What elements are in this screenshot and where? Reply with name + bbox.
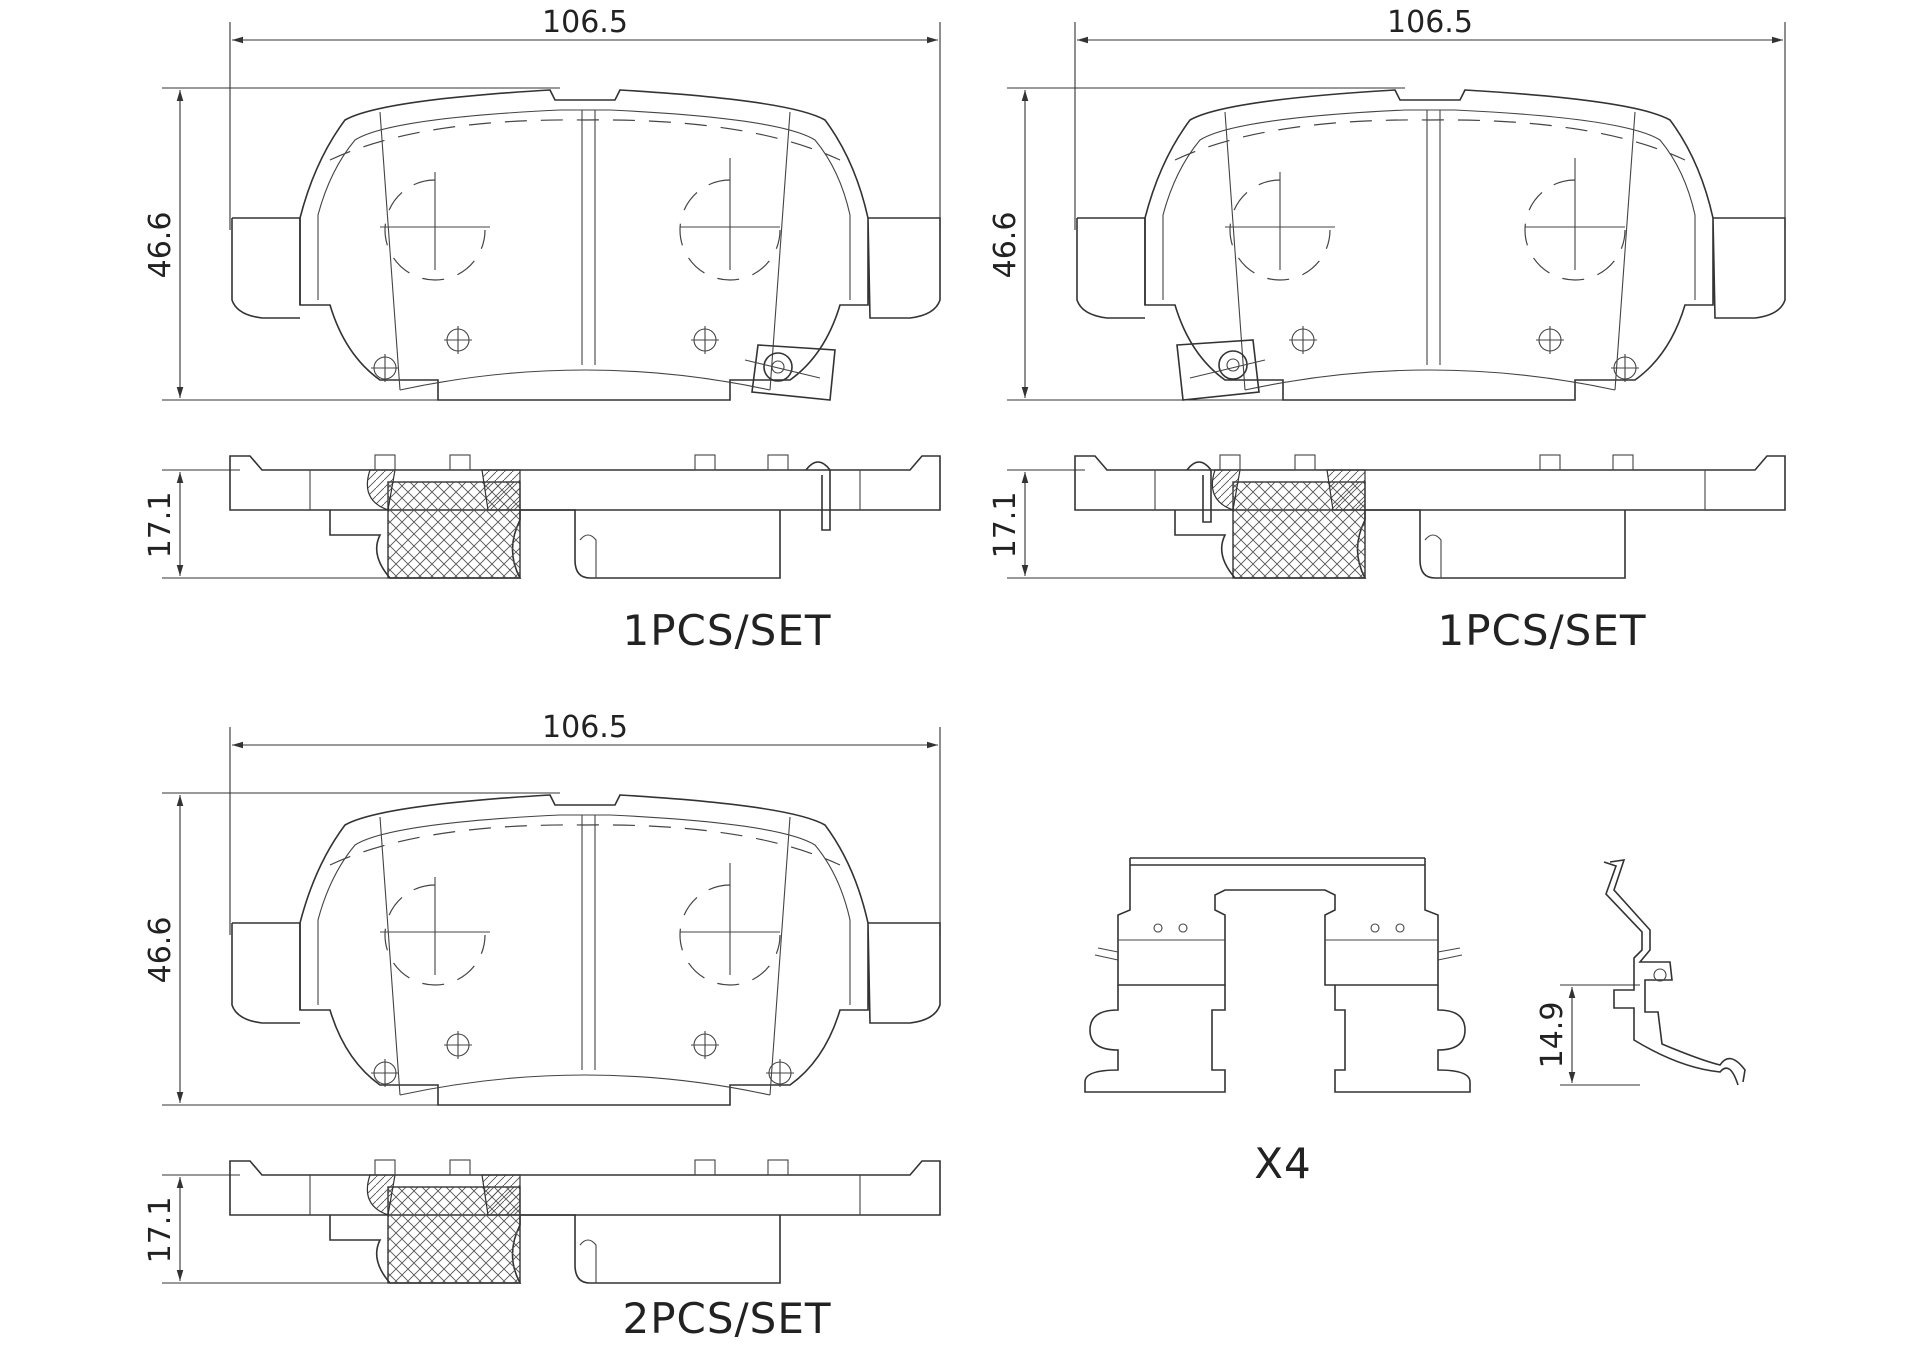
pad-view-a: 106.5 46.6 xyxy=(143,5,941,655)
quantity-label: X4 xyxy=(1254,1139,1312,1188)
mounting-hole-left xyxy=(380,877,490,986)
mounting-hole-left xyxy=(1225,172,1335,281)
width-dimension: 106.5 xyxy=(1074,5,1786,230)
pad-side-view: 17.1 2PCS/SET xyxy=(143,1159,941,1343)
pad-face-outline xyxy=(231,794,941,1106)
width-dimension-label: 106.5 xyxy=(1387,5,1473,40)
mounting-hole-right xyxy=(679,863,781,986)
mounting-hole-right xyxy=(1524,158,1626,281)
height-dimension-label: 46.6 xyxy=(143,917,178,984)
width-dimension-label: 106.5 xyxy=(542,5,628,40)
abutment-clip-side-view: 14.9 xyxy=(1535,859,1746,1086)
pad-face-outline xyxy=(231,89,941,401)
mounting-hole-left xyxy=(380,172,490,281)
pin-markers xyxy=(371,326,719,382)
height-dimension: 46.6 xyxy=(143,87,560,401)
pad-side-view: 17.1 1PCS/SET xyxy=(143,454,941,655)
pad-face-outline xyxy=(1076,89,1786,401)
wear-sensor xyxy=(1176,339,1266,401)
pin-markers xyxy=(371,1031,794,1087)
set-label: 1PCS/SET xyxy=(622,606,831,655)
width-dimension: 106.5 xyxy=(229,710,941,935)
clip-height-dimension-label: 14.9 xyxy=(1535,1002,1570,1069)
width-dimension-label: 106.5 xyxy=(542,710,628,745)
set-label: 2PCS/SET xyxy=(622,1294,831,1343)
set-label: 1PCS/SET xyxy=(1437,606,1646,655)
height-dimension: 46.6 xyxy=(143,792,560,1106)
abutment-clip-front-view: X4 xyxy=(1084,857,1471,1188)
thickness-dimension-label: 17.1 xyxy=(988,492,1023,559)
thickness-dimension-label: 17.1 xyxy=(143,492,178,559)
width-dimension: 106.5 xyxy=(229,5,941,230)
pad-side-view: 17.1 1PCS/SET xyxy=(988,454,1786,655)
thickness-dimension-label: 17.1 xyxy=(143,1197,178,1264)
wear-sensor xyxy=(744,344,836,401)
height-dimension: 46.6 xyxy=(988,87,1405,401)
pad-view-c: 106.5 46.6 xyxy=(143,710,941,1343)
pad-view-b: 106.5 46.6 xyxy=(988,5,1786,655)
height-dimension-label: 46.6 xyxy=(988,212,1023,279)
mounting-hole-right xyxy=(679,158,781,281)
height-dimension-label: 46.6 xyxy=(143,212,178,279)
pin-markers xyxy=(1289,326,1639,382)
